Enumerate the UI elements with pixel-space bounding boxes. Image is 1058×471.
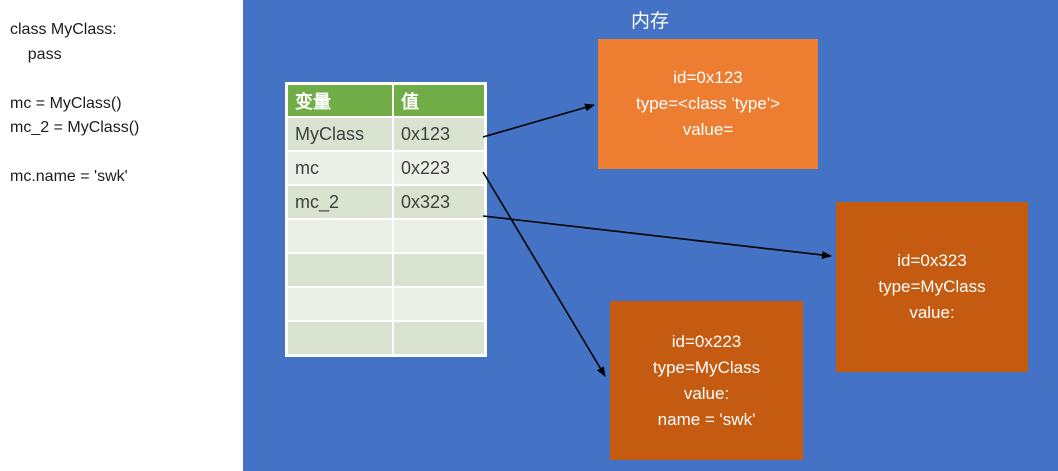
- object-id-line: id=0x323: [897, 251, 967, 270]
- variables-table: 变量 值 MyClass 0x123 mc 0x223 mc_2 0x323: [285, 82, 487, 357]
- variable-name: [287, 253, 393, 287]
- variable-name: MyClass: [287, 117, 393, 151]
- table-row-empty: [287, 253, 485, 287]
- table-header-variable: 变量: [287, 84, 393, 117]
- variable-value: [393, 321, 485, 355]
- memory-object-0x323: id=0x323 type=MyClass value:: [836, 202, 1028, 372]
- object-attr-line: name = 'swk': [657, 409, 756, 429]
- memory-object-0x123: id=0x123 type=<class 'type'> value=: [598, 39, 818, 169]
- object-value-line: value=: [682, 120, 734, 139]
- object-type-line: type=MyClass: [652, 357, 761, 377]
- table-row-empty: [287, 321, 485, 355]
- variable-value: [393, 219, 485, 253]
- memory-title: 内存: [630, 11, 669, 32]
- table-header-row: 变量 值: [287, 84, 485, 117]
- variable-name: mc_2: [287, 185, 393, 219]
- object-id-line: id=0x223: [671, 331, 742, 351]
- variable-name: mc: [287, 151, 393, 185]
- table-header-value: 值: [393, 84, 485, 117]
- variable-name: [287, 287, 393, 321]
- table-row: mc_2 0x323: [287, 185, 485, 219]
- variable-value: [393, 253, 485, 287]
- variable-name: [287, 321, 393, 355]
- object-type-line: type=MyClass: [878, 277, 986, 296]
- table-row-empty: [287, 287, 485, 321]
- memory-object-0x223: id=0x223 type=MyClass value: name = 'swk…: [610, 301, 803, 460]
- variable-value: 0x323: [393, 185, 485, 219]
- python-code: class MyClass: pass mc = MyClass() mc_2 …: [10, 21, 140, 185]
- table-row-empty: [287, 219, 485, 253]
- object-id-line: id=0x123: [673, 68, 743, 87]
- variable-name: [287, 219, 393, 253]
- variable-value: 0x123: [393, 117, 485, 151]
- variable-value: [393, 287, 485, 321]
- object-value-line: value:: [683, 383, 730, 403]
- object-type-line: type=<class 'type'>: [636, 94, 780, 113]
- table-row: mc 0x223: [287, 151, 485, 185]
- variable-value: 0x223: [393, 151, 485, 185]
- object-value-line: value:: [909, 303, 955, 322]
- table-row: MyClass 0x123: [287, 117, 485, 151]
